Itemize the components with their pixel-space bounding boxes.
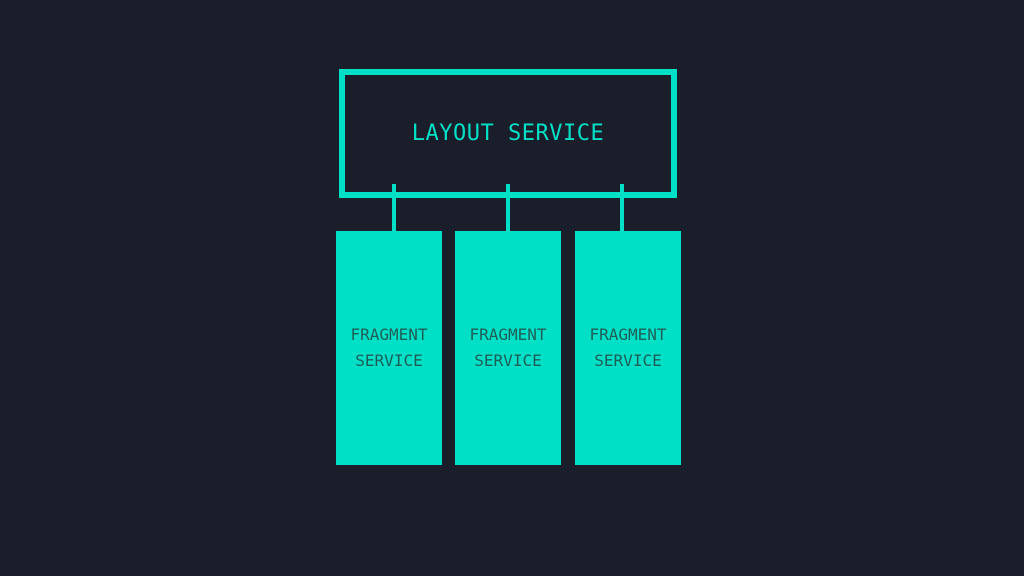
fragment-service-label-line2: SERVICE <box>594 351 662 370</box>
fragment-service-label-line1: FRAGMENT <box>589 325 667 344</box>
layout-service-box: LAYOUT SERVICE <box>339 69 677 198</box>
fragment-service-box-3: FRAGMENT SERVICE <box>575 231 681 465</box>
connector-line-1 <box>392 184 396 232</box>
fragment-service-label-line2: SERVICE <box>355 351 423 370</box>
fragment-service-label-line1: FRAGMENT <box>469 325 547 344</box>
fragment-service-box-2: FRAGMENT SERVICE <box>455 231 561 465</box>
fragment-service-box-1: FRAGMENT SERVICE <box>336 231 442 465</box>
fragment-service-label-line1: FRAGMENT <box>350 325 428 344</box>
connector-line-3 <box>620 184 624 232</box>
fragment-service-label-line2: SERVICE <box>474 351 542 370</box>
connector-line-2 <box>506 184 510 232</box>
layout-service-label: LAYOUT SERVICE <box>411 121 605 146</box>
